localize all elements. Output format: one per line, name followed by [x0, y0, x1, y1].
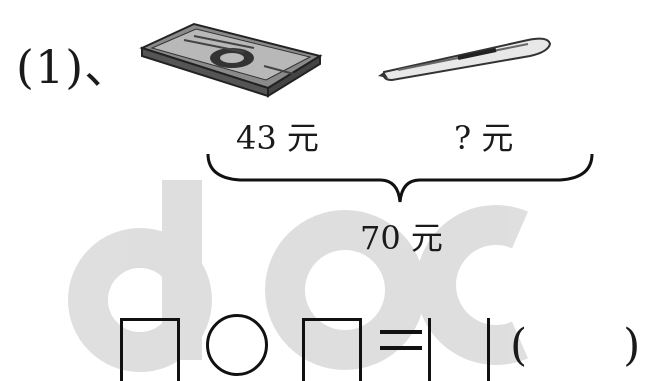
book-icon: [139, 22, 323, 98]
total-price-label: 70 元: [360, 219, 443, 257]
paren-open: (: [510, 320, 528, 371]
curly-brace: [206, 153, 594, 203]
unit-blank[interactable]: (): [510, 324, 640, 368]
question-number: (1)、: [16, 40, 132, 94]
pen-price-label: ? 元: [454, 119, 514, 157]
pen-icon: [378, 37, 552, 82]
operand-box-2[interactable]: [302, 318, 362, 381]
paren-close: ): [623, 320, 641, 371]
equals-sign: [380, 330, 422, 350]
operator-circle[interactable]: [206, 314, 268, 376]
answer-box[interactable]: [428, 318, 490, 381]
book-price-label: 43 元: [236, 119, 319, 157]
operand-box-1[interactable]: [120, 318, 180, 381]
